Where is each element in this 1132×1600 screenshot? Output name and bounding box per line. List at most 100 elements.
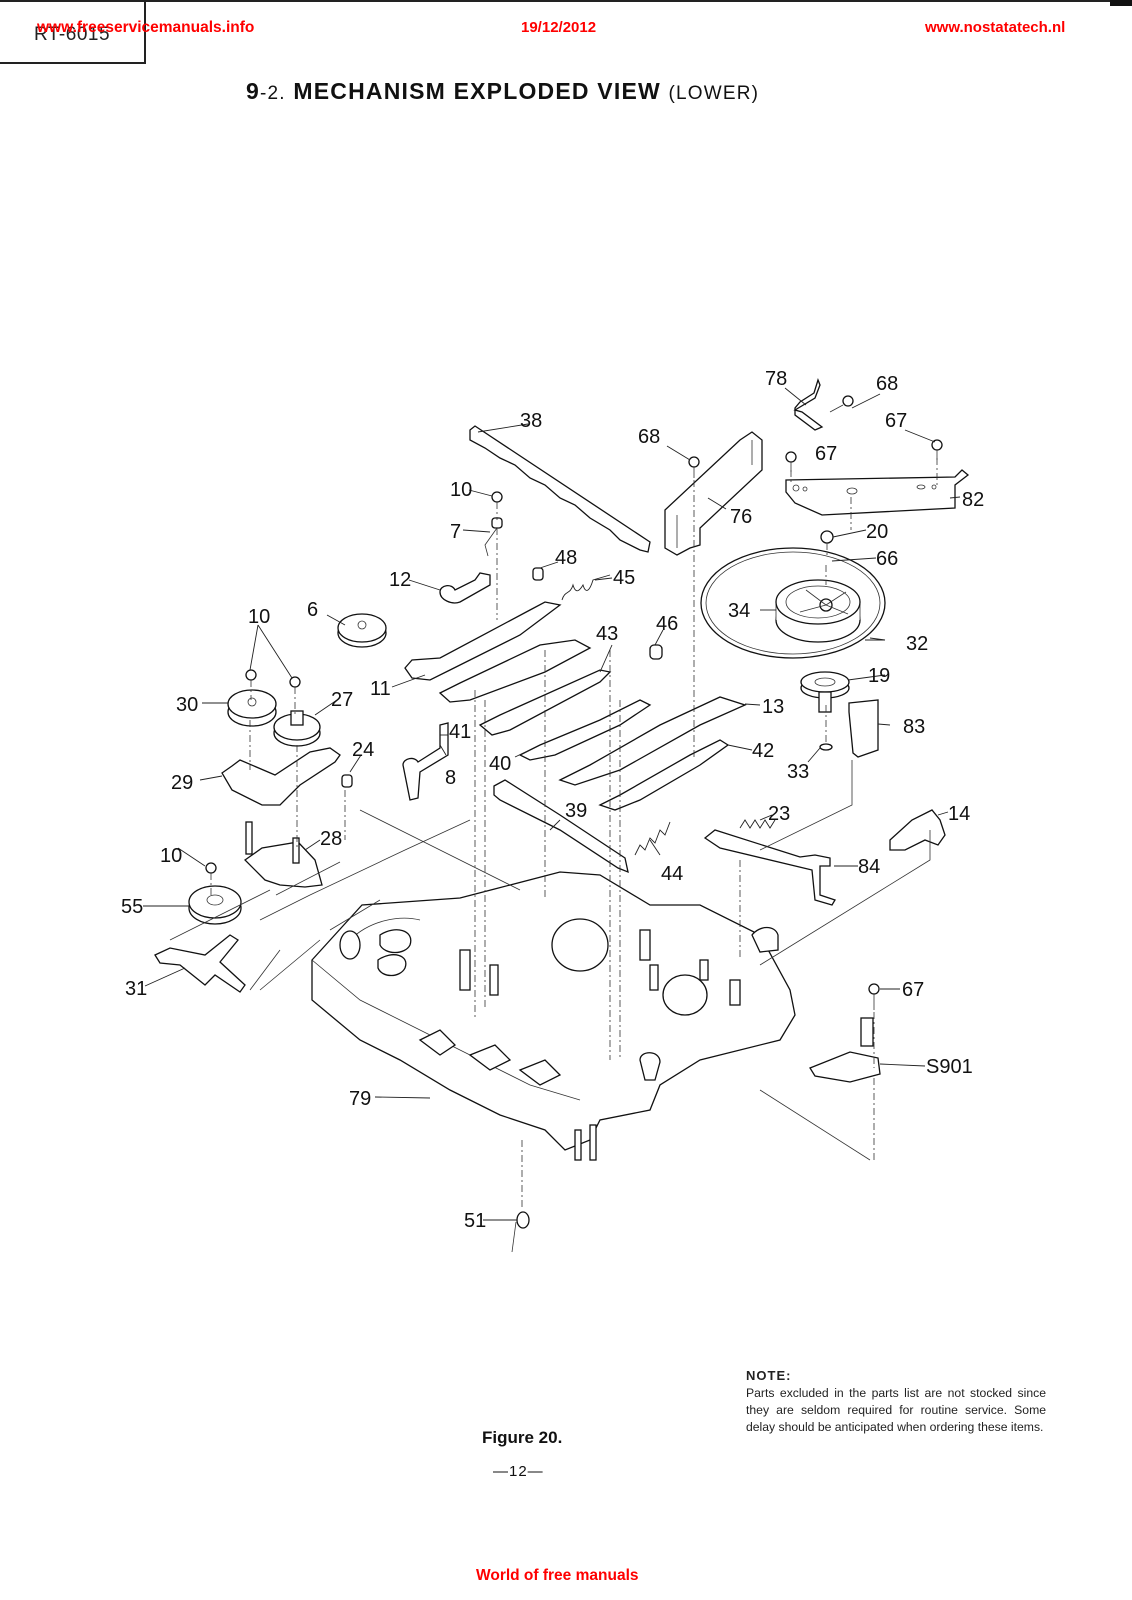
callout-67: 67 [885,410,907,432]
part-10-washer-55 [205,862,217,874]
part-43-slide [478,669,612,736]
part-11-slide [404,601,562,681]
watermark-footer[interactable]: World of free manuals [476,1567,639,1584]
part-27-gear [273,710,321,747]
callout-41: 41 [449,721,471,743]
part-38-bracket [469,425,651,553]
watermark-site-left[interactable]: www.freeservicemanuals.info [37,19,255,36]
part-84-lever [703,829,836,906]
callout-32: 32 [906,633,928,655]
watermark-site-right[interactable]: www.nostatatech.nl [925,19,1066,36]
callout-27: 27 [331,689,353,711]
callout-10: 10 [450,479,472,501]
part-51-spring [511,1211,530,1253]
callout-31: 31 [125,978,147,1000]
callout-66: 66 [876,548,898,570]
part-79-chassis [311,871,796,1161]
note-body: Parts excluded in the parts list are not… [746,1386,1046,1434]
assembly-guide-lines [169,458,938,1210]
callout-6: 6 [307,599,318,621]
part-24-spring [341,774,353,788]
part-6-gear [337,613,387,648]
callout-79: 79 [349,1088,371,1110]
watermark-date: 19/12/2012 [521,19,597,36]
callout-28: 28 [320,828,342,850]
callout-67: 67 [902,979,924,1001]
part-29-plate [221,747,341,806]
callout-34: 34 [728,600,750,622]
callout-68: 68 [876,373,898,395]
callout-30: 30 [176,694,198,716]
callout-10: 10 [160,845,182,867]
model-number-box: RT-6015 [0,0,146,64]
part-28-plate [243,841,323,888]
part-8-lever [402,722,449,801]
callout-84: 84 [858,856,880,878]
part-23-spring [739,819,776,829]
part-44-spring [634,821,671,856]
callout-45: 45 [613,567,635,589]
callout-14: 14 [948,803,970,825]
callout-labels: 78 68 67 38 68 67 82 10 76 20 7 66 48 12… [121,368,984,1232]
model-number: RT-6015 [34,24,111,45]
screw-68-upper [829,395,854,413]
callout-7: 7 [450,521,461,543]
callout-68: 68 [638,426,660,448]
callout-55: 55 [121,896,143,918]
part-19-gear [800,671,850,713]
part-10-washer-27 [289,676,301,688]
part-33-washer [819,743,833,751]
callout-76: 76 [730,506,752,528]
page-top-border [0,0,1132,2]
part-7-spring [484,517,503,557]
part-12-lever [439,572,491,604]
part-20-nut [820,530,834,544]
callout-10: 10 [248,606,270,628]
callout-82: 82 [962,489,984,511]
part-14-lever [889,809,946,851]
part-30-gear [227,689,277,727]
page-number: —12— [493,1463,544,1480]
page-title: 9-2. MECHANISM EXPLODED VIEW (LOWER) [246,78,759,105]
callout-23: 23 [768,803,790,825]
callout-8: 8 [445,767,456,789]
part-48-spring [532,567,544,581]
part-31-lever [154,934,246,993]
part-10-washer-top [491,491,503,503]
callout-46: 46 [656,613,678,635]
callout-44: 44 [661,863,683,885]
part-76-bracket [664,431,763,556]
screw-67-left [785,451,797,472]
callout-43: 43 [596,623,618,645]
note-heading: NOTE: [746,1368,792,1383]
callout-13: 13 [762,696,784,718]
callout-S901: S901 [926,1056,973,1078]
part-34-flywheel [775,579,861,643]
callout-39: 39 [565,800,587,822]
part-45-spring [561,574,611,601]
part-13-slide [558,696,747,786]
callout-40: 40 [489,753,511,775]
part-40-slide [518,699,652,761]
callout-33: 33 [787,761,809,783]
callout-67: 67 [815,443,837,465]
note-block: NOTE: Parts excluded in the parts list a… [746,1367,1046,1436]
title-qualifier: (LOWER) [668,83,760,104]
screw-68-mid [688,456,700,478]
callout-42: 42 [752,740,774,762]
callout-20: 20 [866,521,888,543]
callout-78: 78 [765,368,787,390]
title-section-number: 9 [246,78,260,104]
part-46-spring [649,644,663,660]
part-10-washer-30 [245,669,257,681]
callout-51: 51 [464,1210,486,1232]
title-text: MECHANISM EXPLODED VIEW [293,78,661,104]
part-55-reel [188,885,242,925]
callout-12: 12 [389,569,411,591]
callout-19: 19 [868,665,890,687]
leader-lines [143,387,961,1221]
part-82-plate [785,469,970,516]
part-S901-switch [809,1017,881,1083]
screw-67-right [931,439,943,460]
